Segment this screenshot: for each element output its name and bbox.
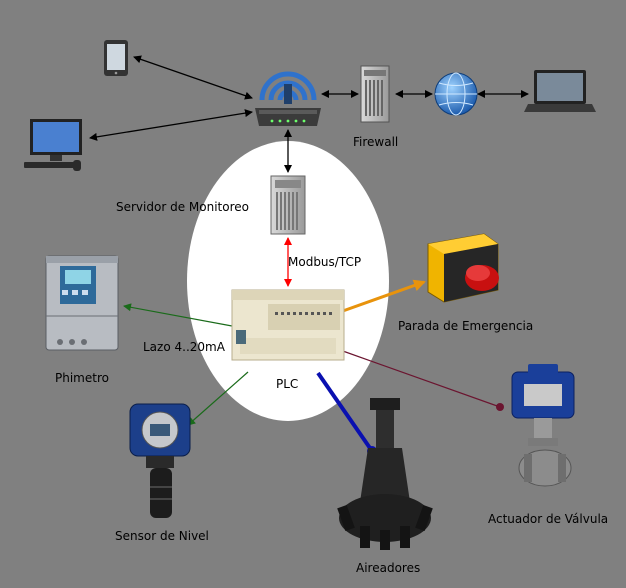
analog-loop-label: Lazo 4..20mA bbox=[143, 340, 225, 354]
link-plc-phmeter bbox=[123, 303, 233, 327]
link-plc-level bbox=[187, 371, 249, 426]
firewall-label: Firewall bbox=[353, 135, 399, 149]
link-plc-aerator bbox=[316, 371, 374, 453]
wifi-router-icon bbox=[255, 71, 321, 126]
emergency-stop-label: Parada de Emergencia bbox=[398, 319, 534, 333]
plc-label: PLC bbox=[276, 377, 299, 391]
link-plc-valve bbox=[339, 349, 501, 408]
plc-device-icon bbox=[231, 289, 345, 361]
level-sensor-icon bbox=[129, 403, 191, 518]
link-plc-emergency bbox=[339, 279, 426, 314]
smartphone-icon bbox=[104, 40, 128, 76]
desktop-computer-icon bbox=[24, 119, 82, 171]
link-pc-router bbox=[89, 109, 253, 141]
valve-link-dot bbox=[496, 403, 504, 411]
laptop-icon bbox=[524, 70, 596, 112]
protocol-label: Modbus/TCP bbox=[288, 255, 362, 269]
server-label: Servidor de Monitoreo bbox=[116, 200, 249, 214]
ph-meter-icon bbox=[45, 255, 119, 351]
internet-globe-icon bbox=[434, 72, 478, 116]
aerator-icon bbox=[337, 398, 433, 550]
valve-actuator-icon bbox=[511, 364, 575, 487]
level-sensor-label: Sensor de Nivel bbox=[115, 529, 209, 543]
aerators-label: Aireadores bbox=[356, 561, 421, 575]
firewall-server-icon bbox=[360, 65, 390, 123]
monitoring-server-icon bbox=[270, 175, 306, 235]
link-phone-router bbox=[133, 55, 253, 100]
valve-actuator-label: Actuador de Válvula bbox=[488, 512, 609, 526]
emergency-stop-icon bbox=[427, 233, 499, 303]
ph-meter-label: Phimetro bbox=[55, 371, 109, 385]
